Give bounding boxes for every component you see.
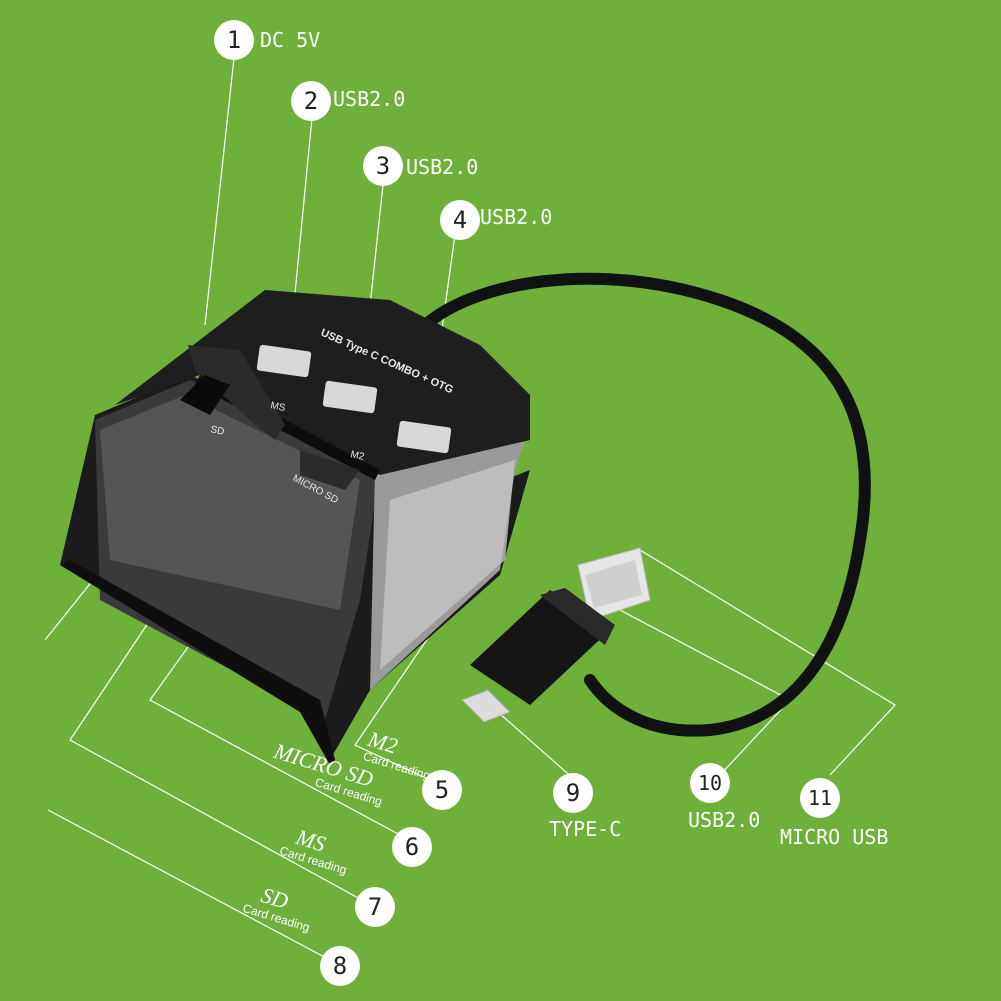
usb-port-2 — [322, 380, 378, 414]
callout-badge-6: 6 — [392, 827, 432, 867]
callout-label-4: USB2.0 — [480, 205, 553, 229]
leader-line-10 — [619, 609, 791, 776]
callout-badge-10: 10 — [690, 763, 730, 803]
callout-label-3: USB2.0 — [406, 155, 479, 179]
hub-body: USB Type C COMBO + OTG SD MS M2 MICRO SD — [60, 290, 530, 765]
connector-collar — [540, 588, 615, 645]
leader-line-11 — [639, 549, 896, 776]
slot-label-ms: MS — [269, 400, 286, 414]
callout-badge-2: 2 — [291, 81, 331, 121]
callout-badge-5: 5 — [422, 770, 462, 810]
usb-port-3 — [396, 420, 452, 454]
hub-right-sheen — [380, 460, 515, 670]
hub-lip — [60, 560, 335, 765]
callout-badge-1: 1 — [214, 20, 254, 60]
callout-label-11: MICRO USB — [780, 825, 889, 849]
otg-connector — [461, 547, 651, 723]
callout-badge-3: 3 — [363, 146, 403, 186]
leader-line-1 — [204, 57, 235, 326]
ms-slot — [188, 345, 285, 440]
callout-badge-4: 4 — [440, 200, 480, 240]
usb-a-plug-inner — [585, 560, 642, 608]
slot-label-m2: M2 — [349, 449, 365, 463]
slot-label-sd: SD — [209, 424, 225, 438]
cable — [414, 272, 871, 737]
m2-slot — [300, 450, 360, 490]
callout-badge-7: 7 — [355, 887, 395, 927]
leader-line-9 — [489, 704, 576, 781]
callout-badge-11: 11 — [800, 778, 840, 818]
callout-label-2: USB2.0 — [333, 87, 406, 111]
callout-label-1: DC 5V — [260, 28, 321, 52]
sd-slot — [180, 375, 230, 415]
hub-front-sheen — [100, 395, 360, 610]
callout-label-10: USB2.0 — [688, 808, 761, 832]
usb-port-1 — [256, 344, 312, 378]
leader-line-8b — [47, 809, 331, 961]
micro-usb-plug — [461, 689, 511, 723]
callout-label-9: TYPE-C — [549, 817, 622, 841]
callout-badge-9: 9 — [553, 773, 593, 813]
callout-badge-8: 8 — [320, 946, 360, 986]
